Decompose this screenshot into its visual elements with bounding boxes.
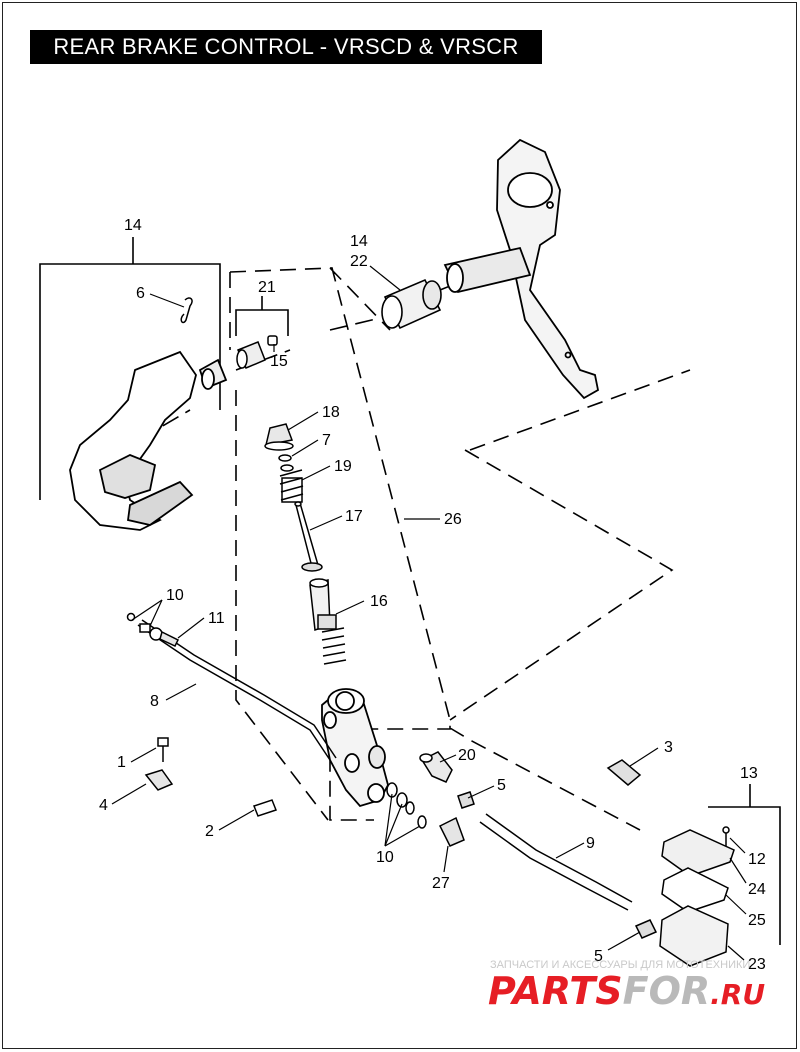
leader-25 [725,894,747,915]
leader-8 [165,683,197,701]
leader-17 [309,515,343,531]
bracket-21 [235,309,289,336]
fitting-20 [419,751,453,783]
leader-10b-3 [384,825,421,847]
bushing-22 [381,278,442,330]
piston-16 [309,578,347,665]
callout-10-bottom: 10 [376,849,394,866]
callout-8: 8 [150,693,159,710]
leader-6 [149,293,185,308]
boot-spring-stack [264,423,304,503]
reservoir-assembly [634,826,735,967]
callout-11: 11 [208,610,225,627]
callout-15: 15 [270,353,288,370]
callout-25: 25 [748,912,766,929]
leader-10b-2 [384,803,403,847]
screw-2 [253,799,277,817]
pushrod-17 [294,501,323,572]
leader-10a [131,599,163,621]
watermark-caption: ЗАПЧАСТИ И АКСЕССУАРЫ ДЛЯ МОТОТЕХНИКИ [490,959,750,971]
footpeg-bracket-14 [69,350,228,531]
callout-5-top: 5 [497,777,506,794]
callout-27: 27 [432,875,450,892]
leader-5b [607,931,641,951]
leader-24 [729,857,747,884]
leader-18 [287,411,319,431]
switch-27 [438,816,465,847]
callout-7: 7 [322,432,331,449]
leader-20 [439,754,457,763]
callout-9: 9 [586,835,595,852]
hose-9 [479,813,633,911]
screw-1 [157,737,169,762]
leader-23 [727,945,745,961]
leader-7 [291,439,319,457]
callout-19: 19 [334,458,352,475]
leader-4 [111,783,147,805]
page-title: REAR BRAKE CONTROL - VRSCD & VRSCR [30,30,542,64]
callout-13: 13 [740,765,758,782]
leader-11 [177,617,205,639]
watermark-brand-mid: FOR [623,969,711,1013]
leader-16 [335,600,365,615]
callout-14-left: 14 [124,217,142,234]
leader-27 [443,845,449,873]
callout-20: 20 [458,747,476,764]
leader-3 [629,747,659,767]
master-cylinder [321,688,389,808]
callout-6: 6 [136,285,145,302]
leader-12 [729,837,746,854]
clamp-5a [457,791,475,809]
callout-12: 12 [748,851,766,868]
leader-9 [555,842,585,859]
callout-3: 3 [664,739,673,756]
watermark-logo: PARTSFOR.RU [488,969,765,1013]
leader-1 [130,747,157,763]
bracket-14-left [39,263,221,500]
callout-24: 24 [748,881,766,898]
watermark-brand-domain: .RU [710,978,765,1011]
clamp-4 [144,769,174,791]
clip-pin-6 [180,297,193,324]
leader-22 [369,265,401,291]
washers-10 [386,782,427,829]
brake-lever [443,138,600,400]
bracket-13-right [708,806,781,945]
leader-2 [218,809,255,831]
callout-26: 26 [444,511,462,528]
callout-23: 23 [748,956,766,973]
leader-10a-b [149,599,163,627]
pivot-pin-21 [236,335,278,369]
callout-2: 2 [205,823,214,840]
callout-18: 18 [322,404,340,421]
pushrod-8 [126,612,337,761]
leader-10b-1 [384,793,393,847]
callout-22: 22 [350,253,368,270]
callout-5-bottom: 5 [594,948,603,965]
watermark-brand-main: PARTS [488,969,623,1013]
leader-19 [301,465,331,481]
callout-16: 16 [370,593,388,610]
callout-14-center: 14 [350,233,368,250]
callout-21: 21 [258,279,276,296]
callout-1: 1 [117,754,126,771]
leader-5a [467,785,495,799]
clamp-3 [606,759,642,786]
callout-17: 17 [345,508,363,525]
outline-group-26 [229,267,691,831]
callout-4: 4 [99,797,108,814]
callout-10-top: 10 [166,587,184,604]
